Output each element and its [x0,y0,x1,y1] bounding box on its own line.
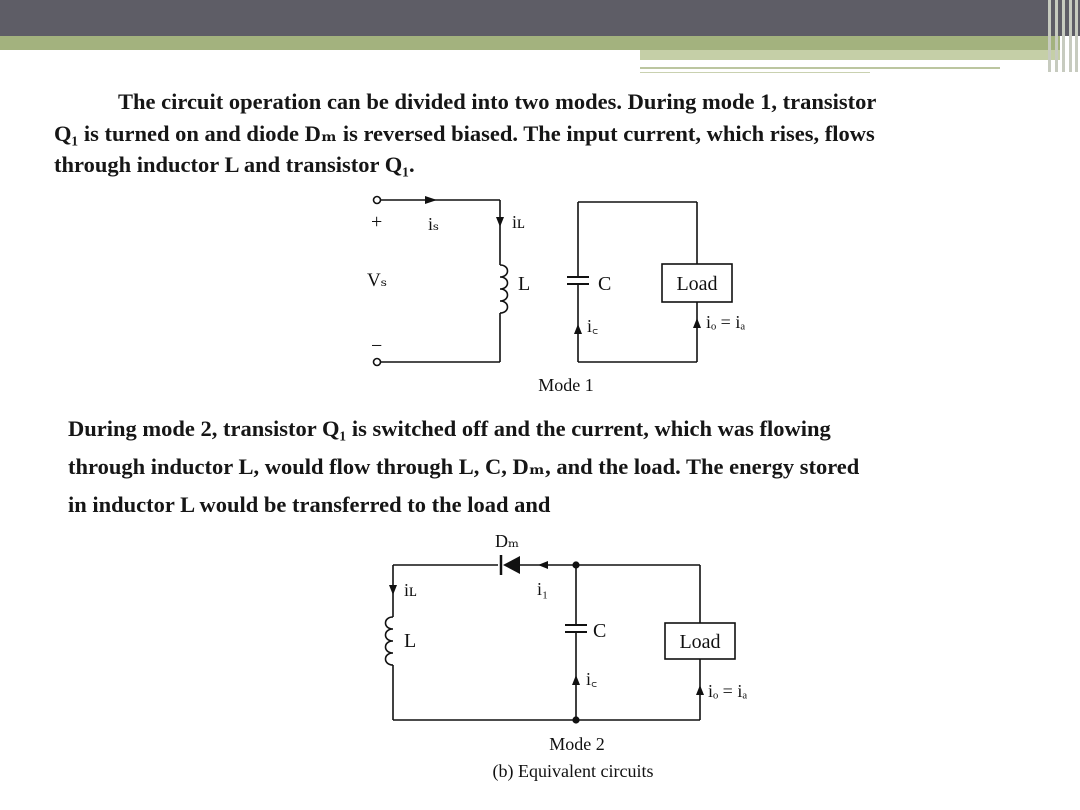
mode2-circuit-diagram: Dₘ iʟ i₁ L C Load i꜀ iₒ = iₐ Mode 2 (b) … [384,531,747,782]
diode-dm-icon [503,556,520,574]
corner-stripes [1046,0,1080,72]
paragraph-line: During mode 2, transistor Q₁ is switched… [68,416,831,441]
current-label-io: iₒ = iₐ [708,681,747,701]
paragraph-line: in inductor L would be transferred to th… [68,492,551,517]
figure-caption-mode1: Mode 1 [538,375,594,395]
inductor-label-L: L [404,630,416,652]
inductor-coil [499,264,509,314]
source-label-vs: Vₛ [367,270,387,291]
input-terminal-positive [372,195,382,205]
vs-plus-sign: + [371,211,382,233]
paragraph-line: The circuit operation can be divided int… [118,89,877,114]
arrow-io-icon [696,685,704,695]
capacitor-label-C: C [598,273,611,295]
arrow-io-icon [693,318,701,328]
paragraph-mode-2: During mode 2, transistor Q₁ is switched… [68,410,1028,524]
header-accent-band-secondary [640,50,1060,60]
arrow-iL-icon [496,217,504,227]
arrow-ic-icon [572,675,580,685]
junction-dot-bottom [572,716,580,724]
paragraph-mode-1: The circuit operation can be divided int… [54,86,1044,181]
capacitor-label-C: C [593,620,606,642]
paragraph-line: through inductor L and transistor Q₁. [54,152,415,177]
slide-header-bar [0,0,1080,36]
arrow-is-icon [425,196,437,204]
figure-subcaption: (b) Equivalent circuits [493,761,654,782]
arrow-i1-icon [538,561,548,569]
load-label: Load [676,273,717,295]
load-label: Load [679,631,720,653]
current-label-iL: iʟ [404,580,417,600]
mode1-circuit-diagram: + − Vₛ iₛ iʟ L C Load i꜀ iₒ = iₐ Mode 1 [367,195,745,395]
paragraph-line: Q₁ is turned on and diode Dₘ is reversed… [54,120,875,146]
current-label-io: iₒ = iₐ [706,312,745,332]
vs-minus-sign: − [371,335,382,357]
current-label-ic: i꜀ [587,316,598,336]
inductor-coil [384,616,394,666]
header-rule-thin [640,72,870,73]
header-accent-band [0,36,1060,50]
arrow-ic-icon [574,324,582,334]
load-box [661,263,733,303]
header-rule [640,67,1000,69]
current-label-i1: i₁ [537,579,548,599]
input-terminal-negative [372,357,382,367]
paragraph-line: through inductor L, would flow through L… [68,454,860,479]
junction-dot-top [572,561,580,569]
arrow-iL-icon [389,585,397,595]
current-label-is: iₛ [428,214,439,234]
figure-caption-mode2: Mode 2 [549,734,605,754]
current-label-ic: i꜀ [586,669,597,689]
diode-label-dm: Dₘ [495,531,519,551]
inductor-label-L: L [518,273,530,295]
current-label-iL: iʟ [512,212,525,232]
